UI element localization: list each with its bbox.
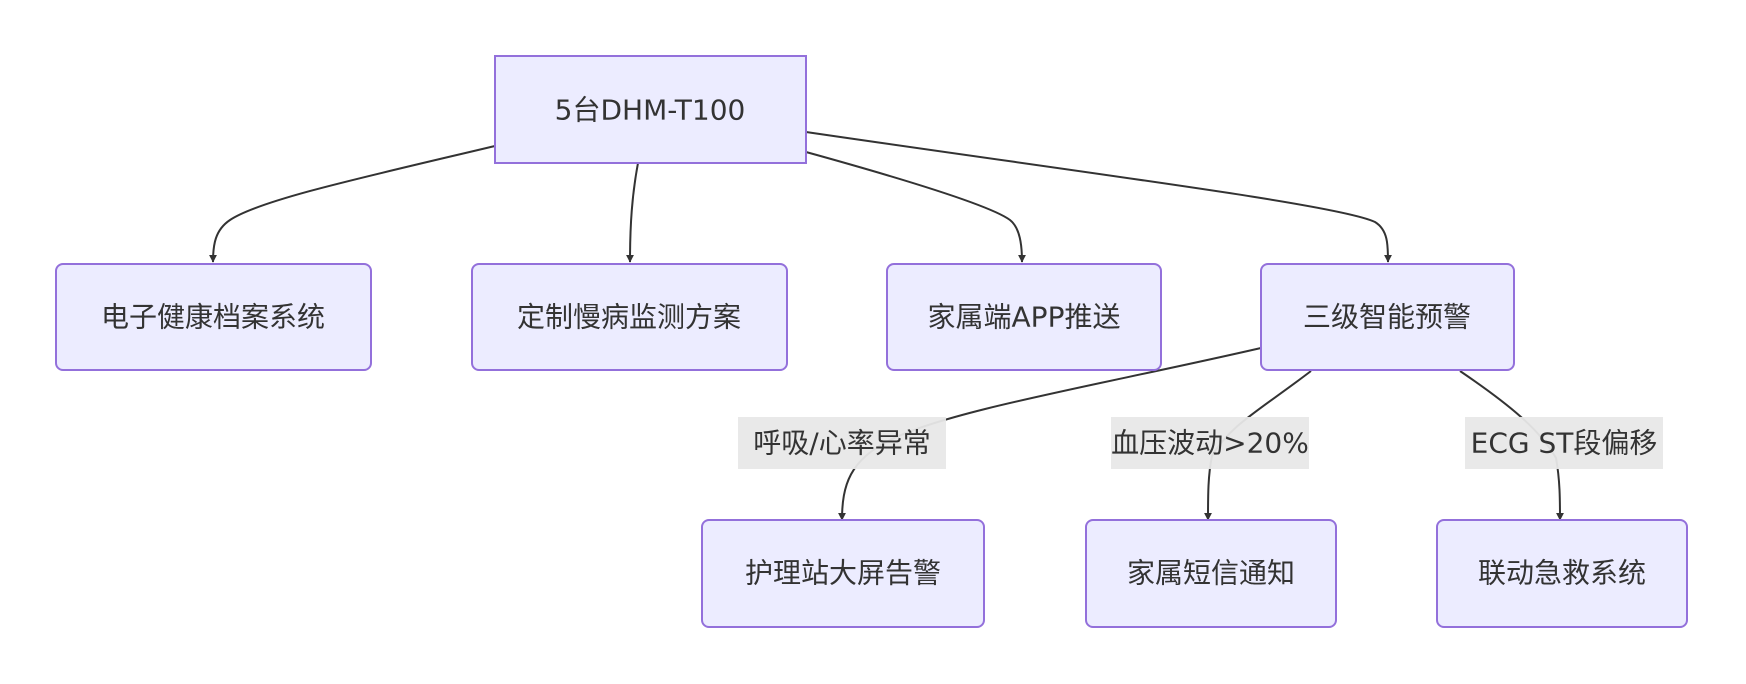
node-label: 三级智能预警 [1303, 301, 1471, 334]
node-label: 家属端APP推送 [928, 301, 1121, 334]
edge-label-bg [1111, 417, 1309, 469]
node-box [494, 55, 807, 164]
edge-root-plan [626, 162, 639, 263]
edge-label-screen: 呼吸/心率异常 [738, 417, 946, 469]
edge-label-bg [1465, 417, 1663, 469]
node-label: 家属短信通知 [1127, 557, 1295, 590]
node-ehr[interactable]: 电子健康档案系统 [55, 263, 372, 371]
edge-label-text: ECG ST段偏移 [1471, 427, 1658, 460]
edge-root-ehr [209, 145, 496, 263]
edge-label-bg [738, 417, 946, 469]
node-sms[interactable]: 家属短信通知 [1085, 519, 1337, 628]
nodes: 5台DHM-T100 电子健康档案系统 定制慢病监测方案 家属端APP推送 三级… [55, 55, 1688, 628]
node-label: 联动急救系统 [1478, 557, 1646, 590]
node-root[interactable]: 5台DHM-T100 [494, 55, 807, 164]
node-app[interactable]: 家属端APP推送 [886, 263, 1162, 371]
node-label: 5台DHM-T100 [555, 94, 746, 127]
node-box [55, 263, 372, 371]
node-label: 定制慢病监测方案 [517, 301, 741, 334]
node-plan[interactable]: 定制慢病监测方案 [471, 263, 788, 371]
edge-root-alert [805, 131, 1392, 263]
node-box [886, 263, 1162, 371]
edge-label-text: 呼吸/心率异常 [753, 427, 930, 460]
edge-root-app [805, 151, 1026, 263]
edge-labels: 呼吸/心率异常 血压波动>20% ECG ST段偏移 [738, 417, 1663, 469]
edge-label-rescue: ECG ST段偏移 [1465, 417, 1663, 469]
node-label: 护理站大屏告警 [745, 557, 941, 590]
node-box [1436, 519, 1688, 628]
node-box [1260, 263, 1515, 371]
node-box [471, 263, 788, 371]
edge-label-sms: 血压波动>20% [1111, 417, 1309, 469]
node-alert[interactable]: 三级智能预警 [1260, 263, 1515, 371]
node-box [701, 519, 985, 628]
node-rescue[interactable]: 联动急救系统 [1436, 519, 1688, 628]
node-label: 电子健康档案系统 [101, 301, 325, 334]
node-box [1085, 519, 1337, 628]
node-screen[interactable]: 护理站大屏告警 [701, 519, 985, 628]
edge-label-text: 血压波动>20% [1111, 427, 1309, 460]
